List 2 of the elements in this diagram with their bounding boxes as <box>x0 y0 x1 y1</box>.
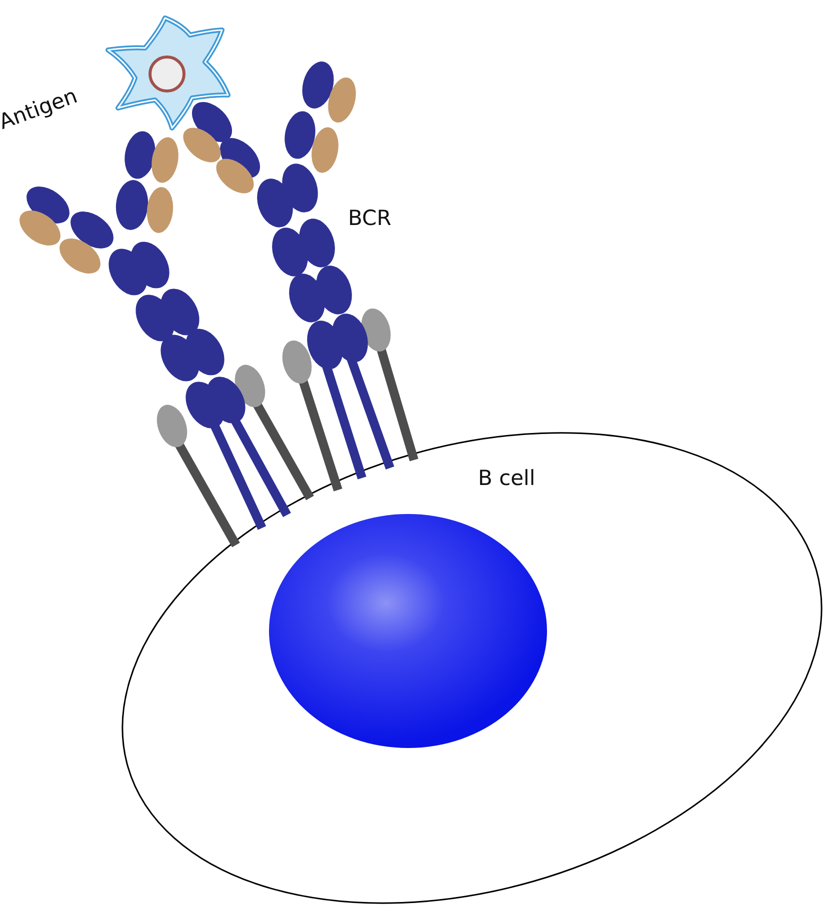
cell-label: B cell <box>478 466 536 490</box>
part-label: BCR <box>348 206 392 230</box>
